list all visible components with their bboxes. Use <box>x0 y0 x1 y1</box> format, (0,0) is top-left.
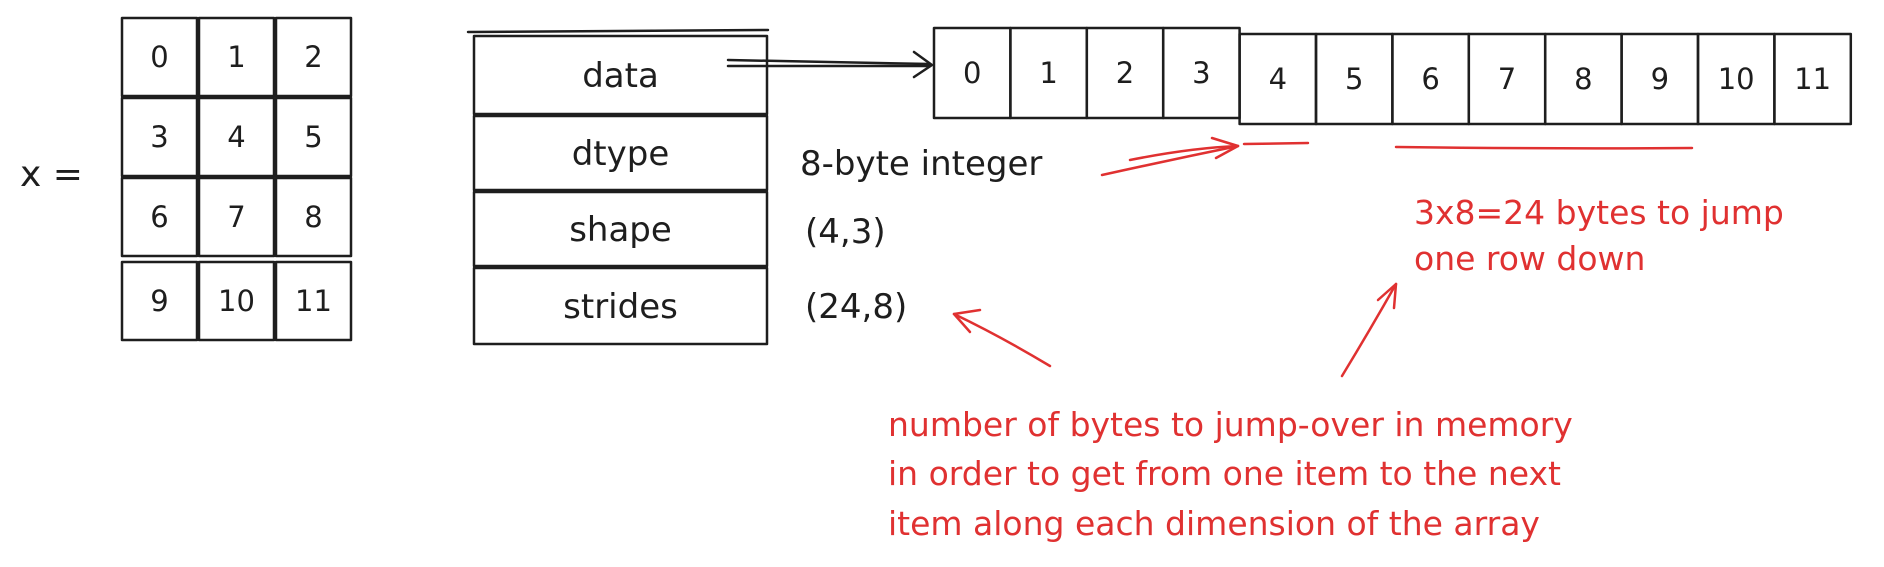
field-label-dtype: dtype <box>572 134 670 174</box>
array-cell-value: 5 <box>304 120 322 154</box>
memory-cell <box>1773 32 1853 126</box>
array-label: x = <box>20 154 83 195</box>
row-jump-arrow <box>1340 282 1398 378</box>
memory-cell-value: 4 <box>1269 62 1287 96</box>
array-cell <box>120 96 199 178</box>
array-cell <box>197 260 276 342</box>
memory-cell-value: 8 <box>1574 62 1592 96</box>
field-box-data <box>472 34 769 116</box>
array-cell <box>197 176 276 258</box>
array-cell <box>120 260 199 342</box>
row-span-underline <box>1394 145 1694 150</box>
array-cell-value: 6 <box>150 200 168 234</box>
row-jump-note-line2: one row down <box>1414 239 1645 278</box>
array-cell <box>274 96 353 178</box>
dtype-arrow <box>1100 136 1240 177</box>
memory-cell-value: 1 <box>1039 56 1057 90</box>
array-cell-value: 4 <box>227 120 245 154</box>
field-label-strides: strides <box>563 287 678 327</box>
array-cell-value: 0 <box>150 40 168 74</box>
memory-cell-value: 6 <box>1421 62 1439 96</box>
array-cell-value: 11 <box>295 284 332 318</box>
item-span-underline <box>1242 141 1310 146</box>
array-cell-value: 9 <box>150 284 168 318</box>
array-cell-value: 3 <box>150 120 168 154</box>
field-label-data: data <box>582 56 659 96</box>
array-cell <box>197 96 276 178</box>
field-box-dtype <box>472 114 769 192</box>
memory-cell-value: 5 <box>1345 62 1363 96</box>
array-cell <box>120 16 199 98</box>
row-jump-note-line1: 3x8=24 bytes to jump <box>1414 193 1784 232</box>
array-cell <box>274 260 353 342</box>
data-pointer-arrow <box>726 50 934 79</box>
dtype-value: 8-byte integer <box>800 144 1042 184</box>
memory-cell-value: 2 <box>1116 56 1134 90</box>
memory-row: 0 1 2 3 4 5 6 7 8 9 10 11 <box>932 26 1853 126</box>
field-label-shape: shape <box>569 210 672 250</box>
array-cell-value: 7 <box>227 200 245 234</box>
strides-arrow <box>952 308 1052 368</box>
shape-value: (4,3) <box>805 212 886 252</box>
struct-fields: data dtype shape strides <box>466 28 770 346</box>
field-box-strides <box>472 266 769 346</box>
array-cell <box>274 176 353 258</box>
strides-note-line1: number of bytes to jump-over in memory <box>888 405 1573 444</box>
array-cell-value: 10 <box>218 284 255 318</box>
strides-value: (24,8) <box>805 287 907 327</box>
memory-cell-value: 7 <box>1498 62 1516 96</box>
memory-cell-value: 9 <box>1651 62 1669 96</box>
memory-cell-value: 0 <box>963 56 981 90</box>
array-cell <box>120 176 199 258</box>
array-cell <box>197 16 276 98</box>
memory-cell-value: 11 <box>1794 62 1831 96</box>
struct-top-edge <box>466 28 770 34</box>
array-cell-value: 1 <box>227 40 245 74</box>
memory-cell-value: 3 <box>1192 56 1210 90</box>
strides-note-line3: item along each dimension of the array <box>888 504 1540 543</box>
memory-cell-value: 10 <box>1718 62 1755 96</box>
array-cell-value: 2 <box>304 40 322 74</box>
array-cell-value: 8 <box>304 200 322 234</box>
array-grid: 0 1 2 3 4 5 6 7 8 9 10 11 <box>120 16 353 342</box>
field-box-shape <box>472 190 769 268</box>
array-cell <box>274 16 353 98</box>
strides-note-line2: in order to get from one item to the nex… <box>888 454 1561 493</box>
